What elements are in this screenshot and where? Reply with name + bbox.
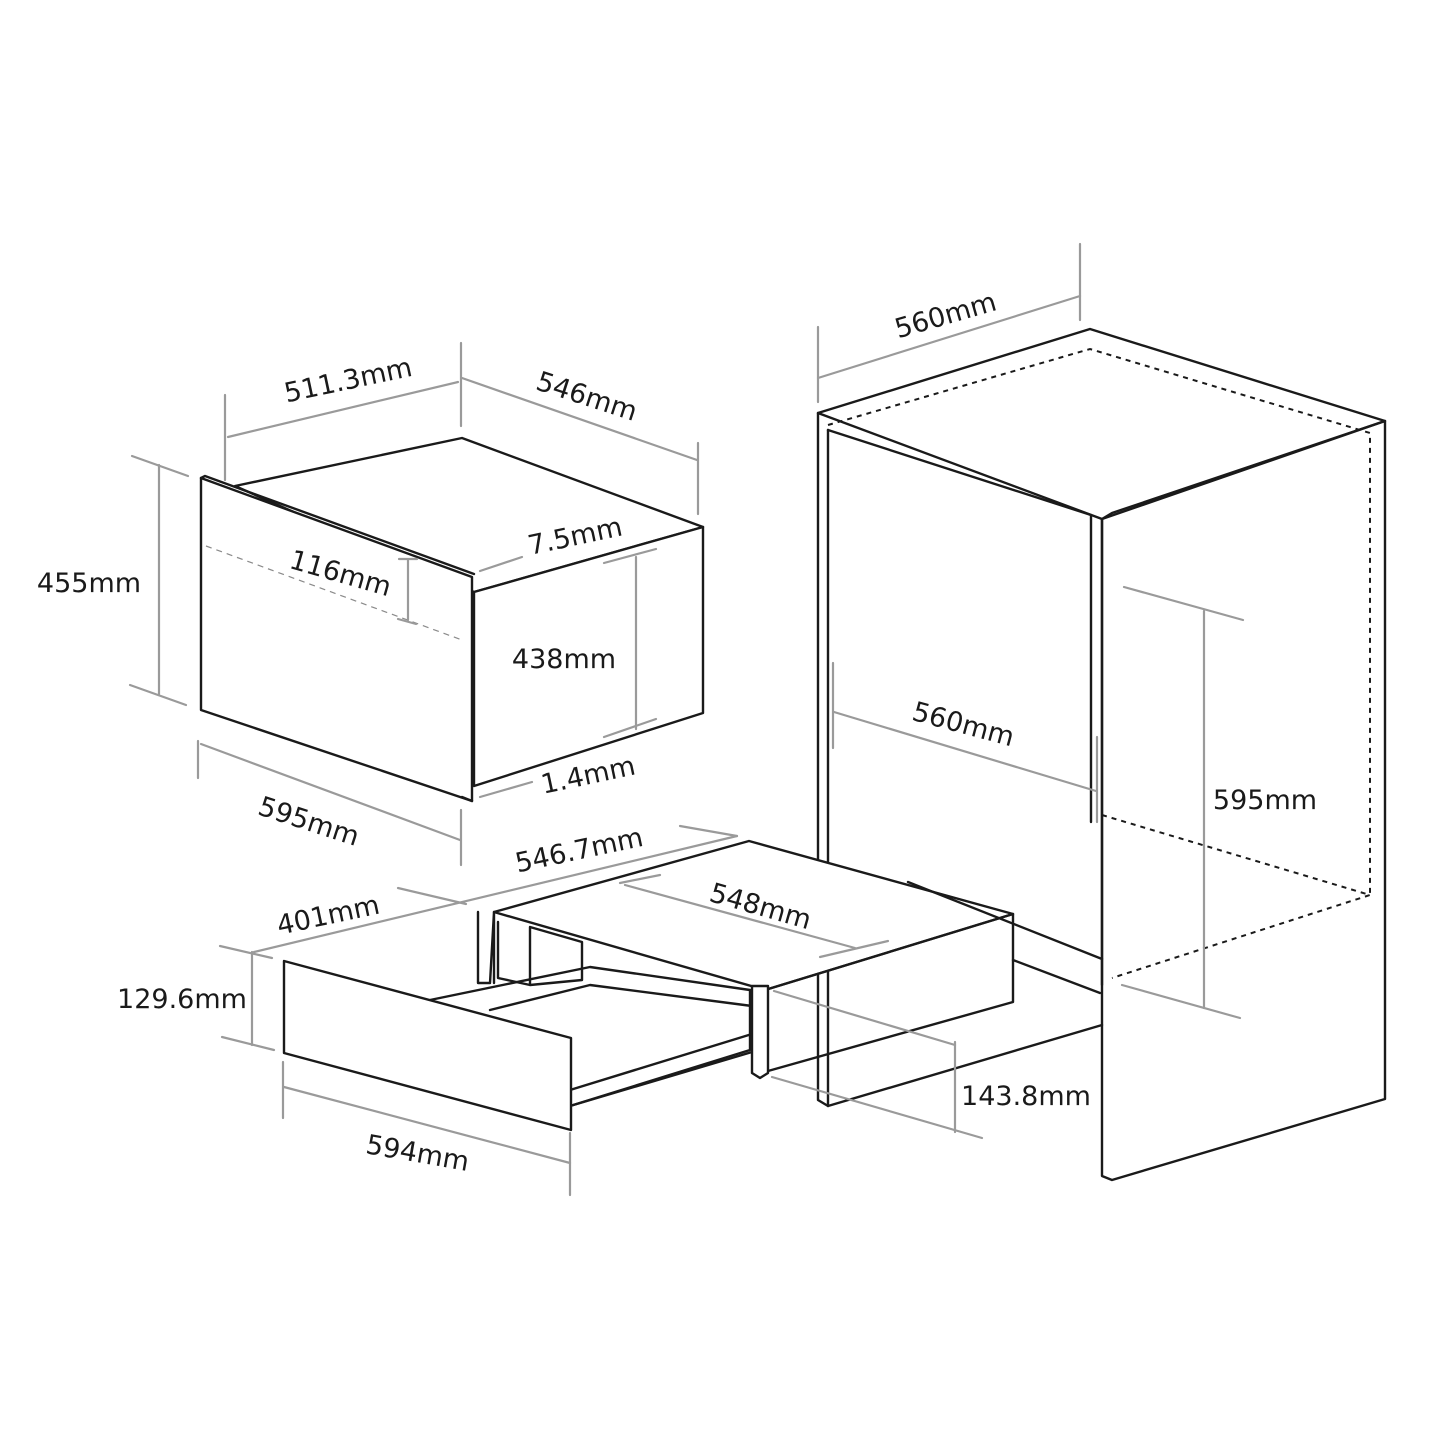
cabinet-drawing	[816, 327, 1387, 1182]
oven-drawing	[199, 436, 705, 803]
drawer-inner-block	[496, 920, 584, 987]
drawer-rear-frame	[476, 910, 496, 985]
oven-fascia-thickness	[460, 795, 474, 803]
drawer-slide-rail-inner	[488, 983, 754, 1012]
oven-body-side	[472, 525, 705, 788]
drawer-front-panel	[282, 959, 573, 1132]
cabinet-top-panel	[816, 327, 1387, 521]
oven-depth-top-label: 546mm	[532, 366, 641, 428]
cabinet-inner-height-label: 595mm	[1213, 785, 1317, 816]
drawer-bottom-slide	[568, 1050, 754, 1108]
drawer-bottom-rail	[826, 1023, 1104, 1108]
drawer-depth-label: 546.7mm	[512, 822, 646, 879]
drawer-box-right-edge	[1011, 958, 1102, 995]
drawer-support-bar	[906, 880, 1104, 961]
drawer-front-width-label: 594mm	[364, 1129, 472, 1178]
drawer-slide-rail	[428, 965, 752, 1108]
drawer-box-height-label: 143.8mm	[961, 1081, 1091, 1112]
cabinet-inner-frame	[826, 428, 1093, 824]
cabinet-width-top-label: 560mm	[891, 287, 1000, 346]
oven-width-top-label: 511.3mm	[281, 352, 415, 409]
drawer-front-height-label: 129.6mm	[117, 984, 247, 1015]
oven-control-panel-line	[205, 545, 463, 641]
oven-height-label: 455mm	[37, 568, 141, 599]
oven-width-front-label: 595mm	[254, 791, 363, 853]
drawer-box-front	[763, 912, 1015, 1073]
drawer-handle-post	[750, 984, 770, 1080]
cabinet-hidden-bottom-edge	[1101, 814, 1374, 979]
drawer-slide-lower	[568, 1032, 754, 1092]
warming-drawer-drawing	[282, 839, 1104, 1132]
cabinet-side-panel	[1100, 419, 1387, 1182]
dimension-lines	[128, 242, 1245, 1197]
oven-fascia-edge	[199, 474, 476, 576]
oven-body-height-label: 438mm	[512, 644, 616, 675]
cabinet-inner-width-label: 560mm	[909, 696, 1018, 753]
cabinet-left-post	[816, 411, 830, 1108]
